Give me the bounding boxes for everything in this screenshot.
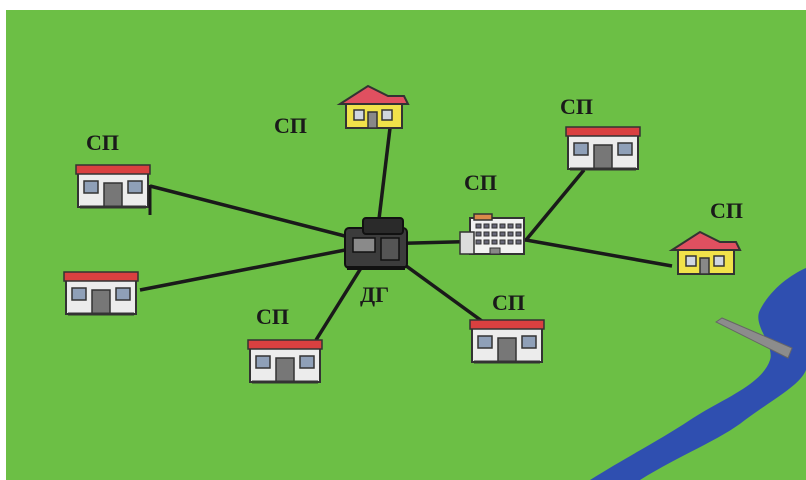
link-dg-sp7 — [139, 242, 377, 292]
building-icon — [564, 125, 642, 171]
label-sp8: СП — [464, 170, 497, 195]
label-sp5: СП — [492, 290, 525, 315]
node-sp3 — [564, 125, 642, 171]
label-sp3: СП — [560, 94, 593, 119]
node-sp7 — [62, 270, 140, 316]
building-icon — [62, 270, 140, 316]
bridge — [715, 317, 793, 359]
label-sp4: СП — [710, 198, 743, 223]
building-icon — [246, 338, 324, 384]
factory-icon — [459, 213, 525, 255]
link-sp8-sp4 — [525, 238, 673, 268]
link-dg-sp1 — [149, 184, 377, 246]
label-sp6: СП — [256, 304, 289, 329]
node-sp8 — [459, 213, 525, 255]
label-dg: ДГ — [360, 282, 389, 307]
river — [590, 268, 806, 480]
link-sp8-sp3 — [524, 168, 586, 242]
label-sp2: СП — [274, 113, 307, 138]
node-sp5 — [468, 318, 546, 364]
node-sp6 — [246, 338, 324, 384]
label-sp1: СП — [86, 130, 119, 155]
node-sp1 — [74, 163, 152, 215]
building-icon — [74, 163, 152, 209]
building-icon — [468, 318, 546, 364]
